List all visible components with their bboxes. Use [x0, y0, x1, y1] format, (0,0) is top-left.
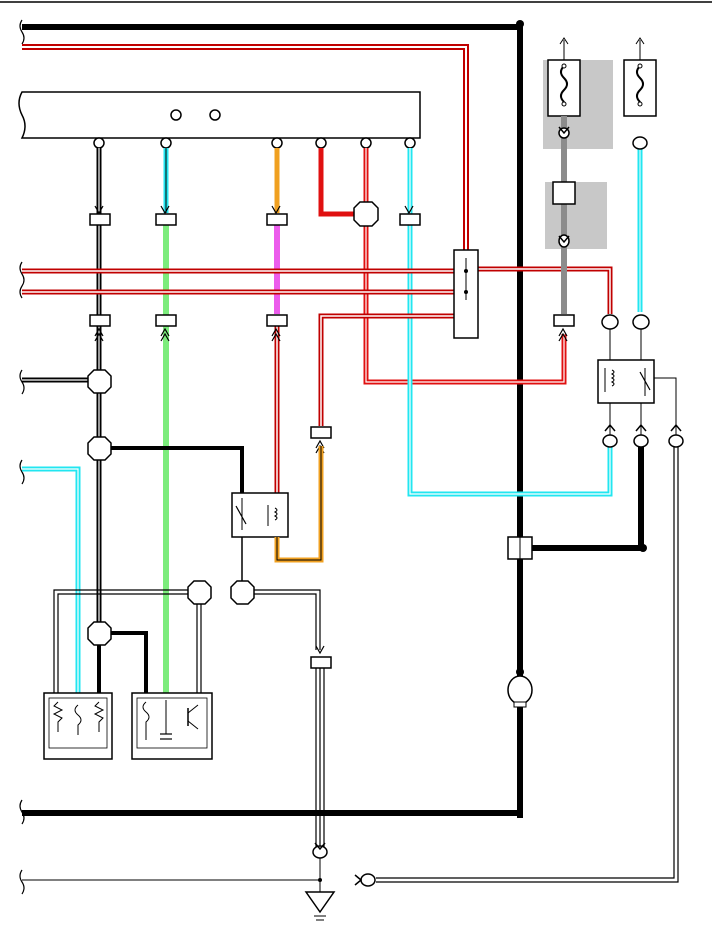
white-wire-right [376, 447, 679, 883]
relay-black-wire [530, 447, 647, 552]
red-stripe-wire-top [22, 44, 469, 252]
ground-icon [22, 858, 336, 921]
relay-icon [231, 492, 289, 538]
fuse-icon-2 [623, 37, 657, 117]
connector-row-1-arrows [94, 205, 414, 215]
fusible-link [552, 181, 576, 205]
edge-break-marks [19, 19, 25, 895]
cyan-wire-left [22, 466, 81, 693]
sensor-icon [43, 692, 113, 760]
relay-icon-2 [597, 329, 677, 435]
transistor-icon [131, 692, 213, 760]
white-wires [53, 589, 325, 848]
splice-red [353, 201, 379, 227]
ecu-pins [93, 137, 416, 149]
connector-row-2 [89, 314, 575, 669]
cyan-wire-long [407, 148, 613, 497]
red-stripe-bus [22, 266, 613, 426]
fuse-icon [547, 37, 581, 117]
multi-connector [453, 249, 479, 339]
black-branch-wires [22, 377, 244, 693]
red-wire-loop [318, 148, 567, 385]
relay-output-wires [241, 446, 324, 581]
oval-connector-arrows [314, 126, 682, 886]
connector-row-1 [89, 213, 421, 226]
motor-icon [507, 675, 533, 708]
ecu-bar [18, 91, 421, 139]
junction-octagons [87, 369, 255, 646]
